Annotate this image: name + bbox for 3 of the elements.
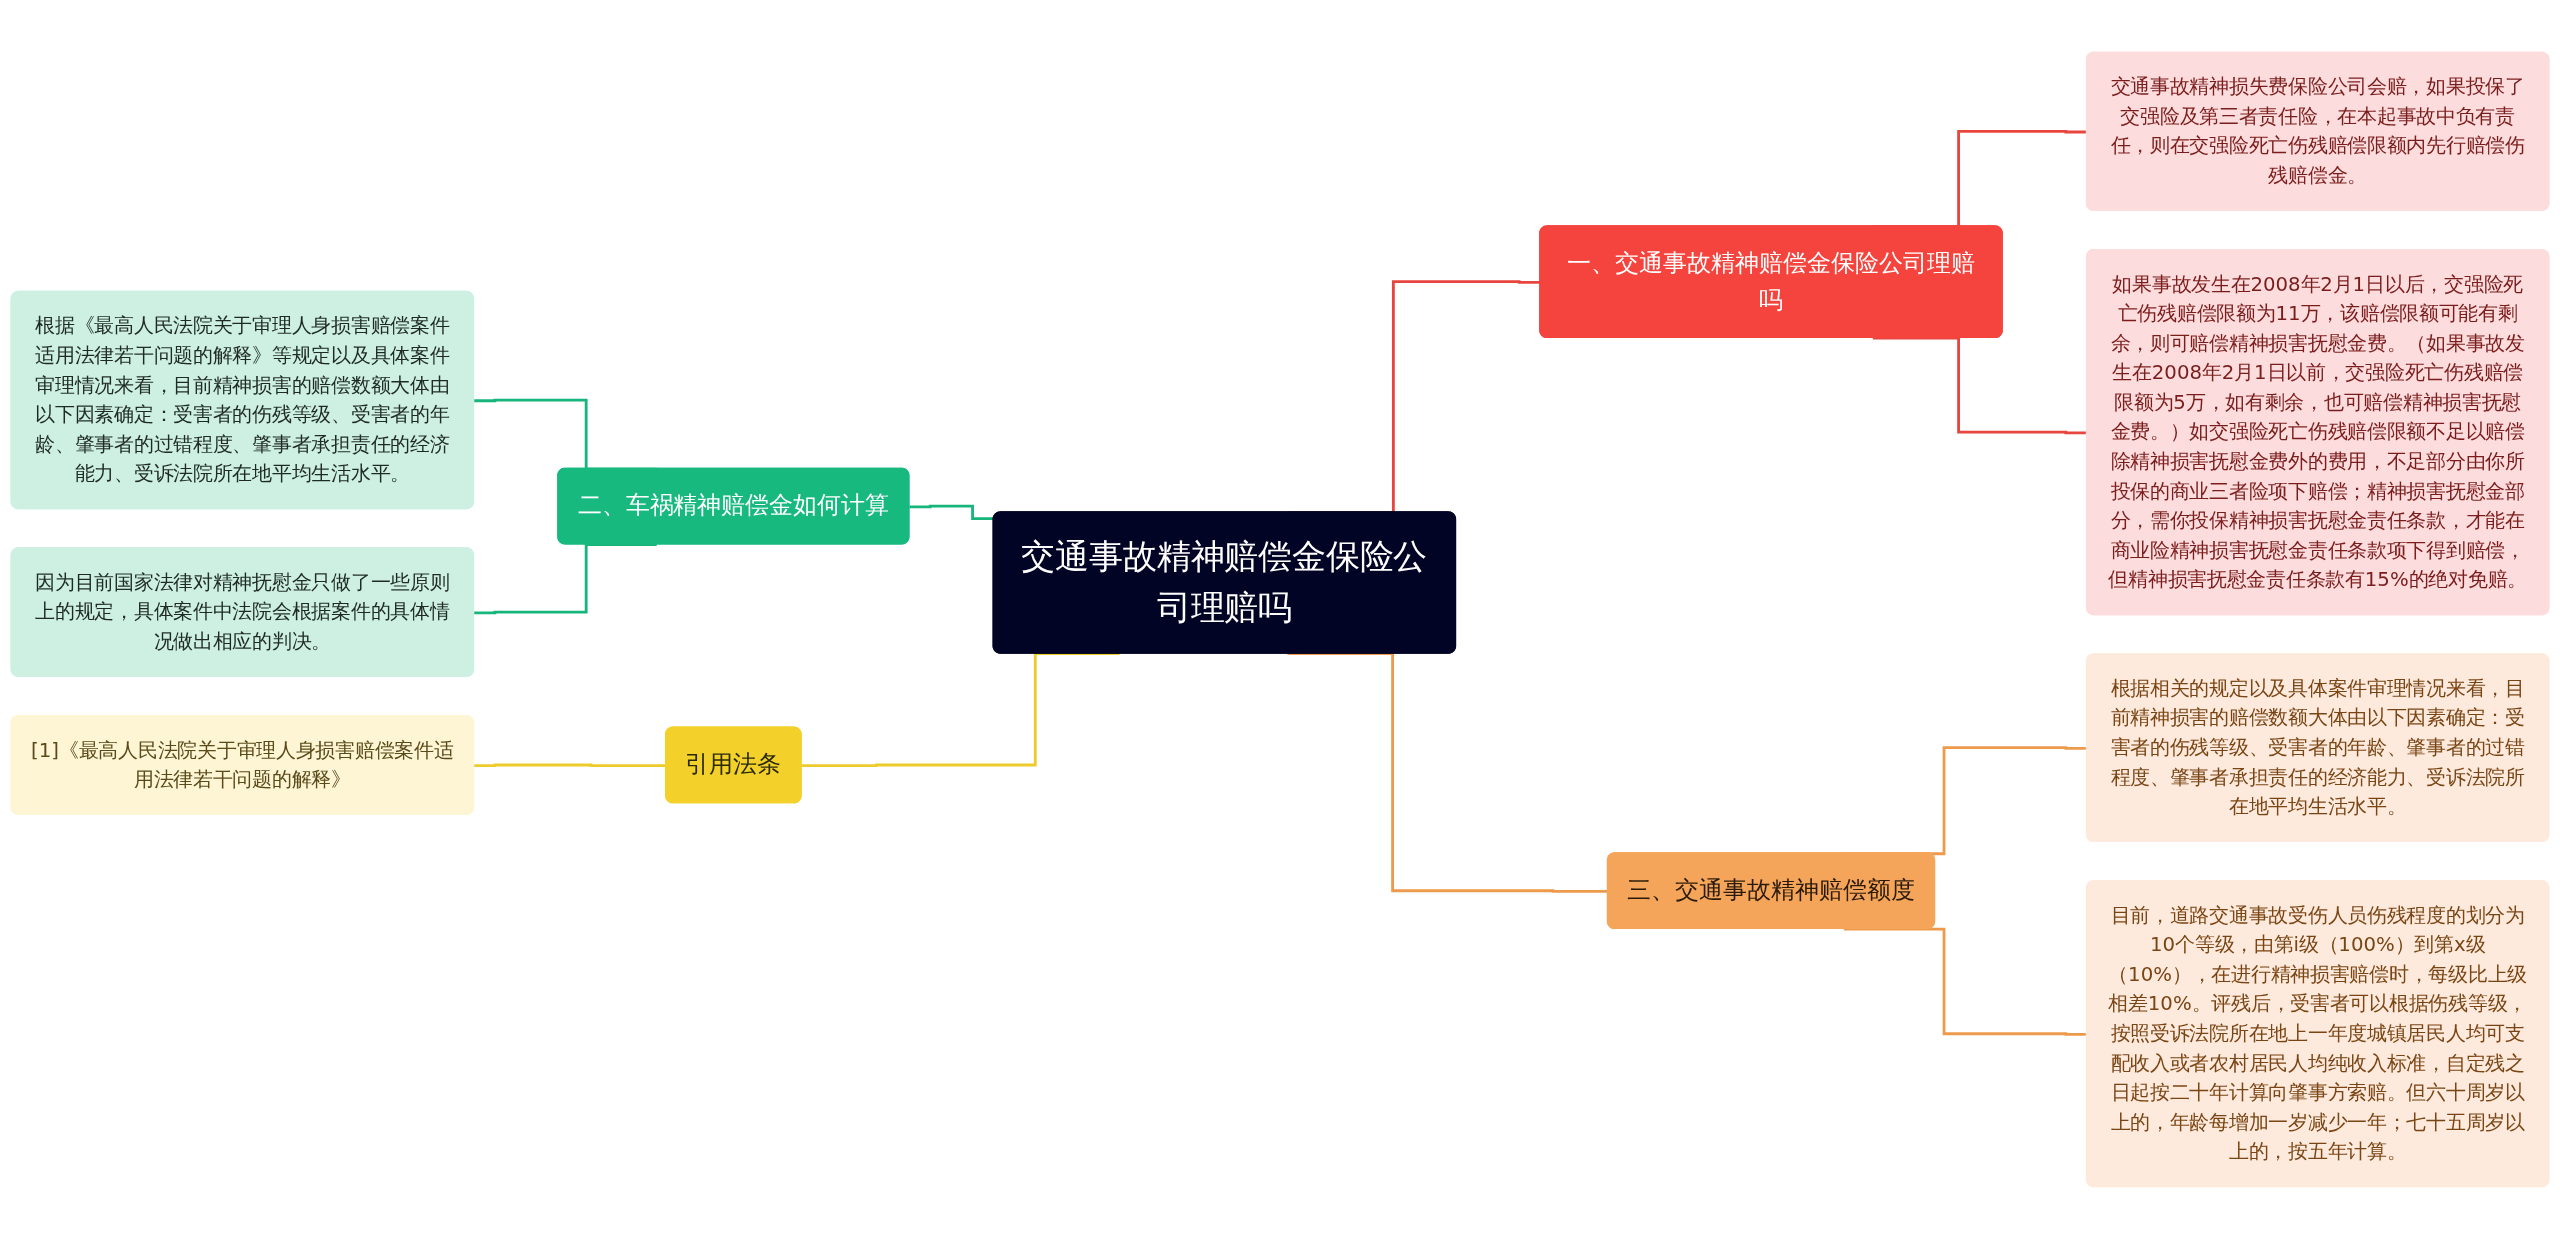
connector xyxy=(474,543,657,615)
connector xyxy=(909,504,995,521)
connector xyxy=(801,652,1120,768)
